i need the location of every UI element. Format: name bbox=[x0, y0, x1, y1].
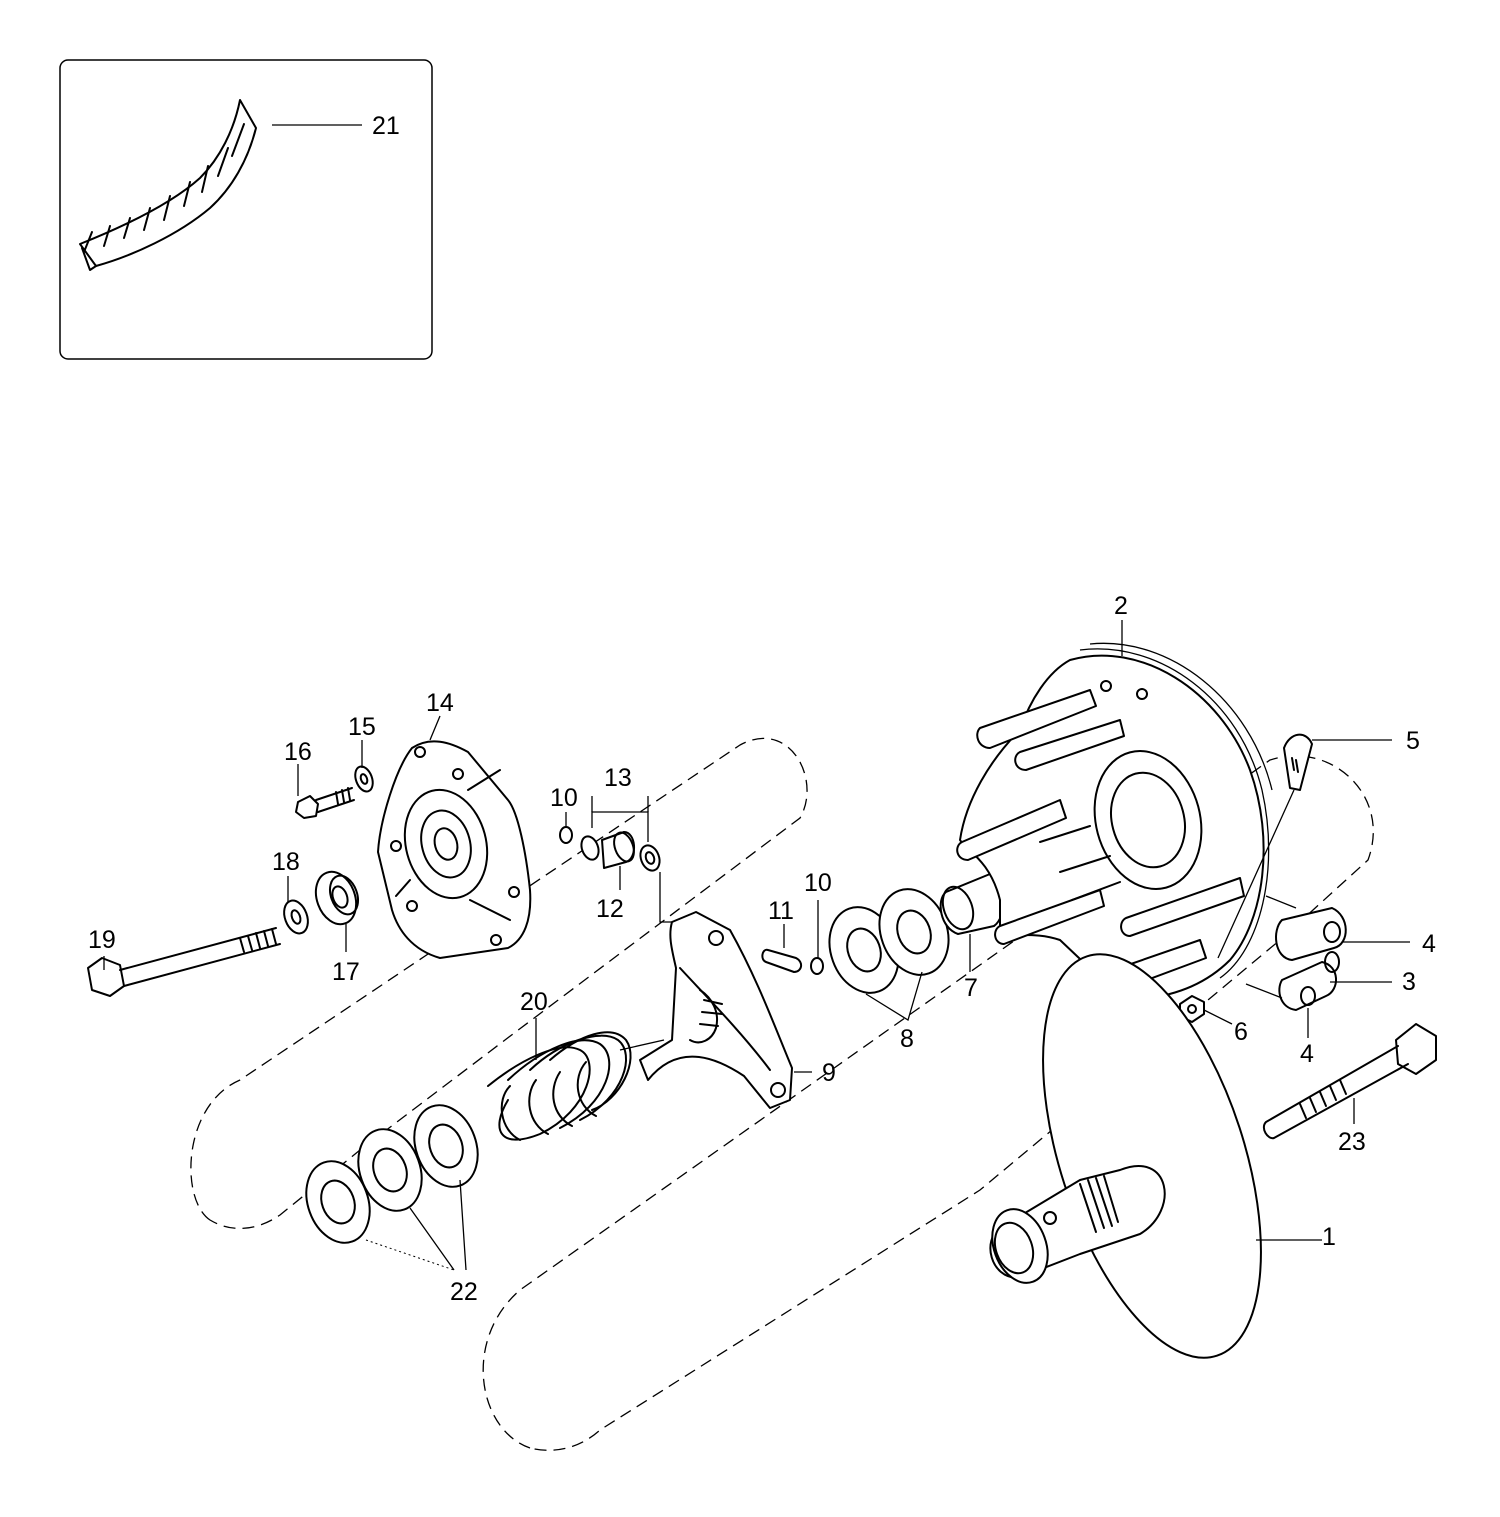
callout-20: 20 bbox=[520, 988, 548, 1016]
part-19-bolt[interactable] bbox=[87, 927, 281, 997]
callout-19: 19 bbox=[88, 926, 116, 954]
part-10-pin-upper[interactable] bbox=[559, 826, 573, 844]
part-5-screw[interactable] bbox=[1217, 733, 1313, 959]
callout-16: 16 bbox=[284, 738, 312, 766]
callout-18: 18 bbox=[272, 848, 300, 876]
callout-1: 1 bbox=[1322, 1223, 1336, 1251]
callout-10-upper: 10 bbox=[550, 784, 578, 812]
callout-labels: 1 2 3 4 4 5 6 7 8 9 10 10 11 12 13 14 15… bbox=[88, 112, 1436, 1306]
part-18-washer[interactable] bbox=[280, 897, 312, 936]
callout-5: 5 bbox=[1406, 727, 1420, 755]
phantom-belt-upper bbox=[190, 737, 808, 1230]
callout-23: 23 bbox=[1338, 1128, 1366, 1156]
part-14-cover-plate[interactable] bbox=[377, 740, 532, 959]
part-2-movable-sheave[interactable] bbox=[956, 642, 1273, 1003]
callout-13: 13 bbox=[604, 764, 632, 792]
part-11-pin[interactable] bbox=[761, 948, 802, 973]
part-16-screw[interactable] bbox=[295, 787, 355, 819]
callout-3: 3 bbox=[1402, 968, 1416, 996]
callout-6: 6 bbox=[1234, 1018, 1248, 1046]
callout-17: 17 bbox=[332, 958, 360, 986]
callout-14: 14 bbox=[426, 689, 454, 717]
callout-15: 15 bbox=[348, 713, 376, 741]
callout-9: 9 bbox=[822, 1059, 836, 1087]
callout-21: 21 bbox=[372, 112, 400, 140]
part-1-fixed-sheave[interactable] bbox=[983, 928, 1305, 1384]
callout-2: 2 bbox=[1114, 592, 1128, 620]
callout-11: 11 bbox=[768, 897, 794, 925]
part-23-bolt[interactable] bbox=[1262, 1023, 1437, 1140]
leader-lines bbox=[103, 620, 1410, 1271]
part-22-washers[interactable] bbox=[295, 1096, 488, 1251]
part-10-pin-lower[interactable] bbox=[810, 957, 824, 975]
callout-7: 7 bbox=[964, 974, 978, 1002]
drive-belt[interactable] bbox=[79, 99, 257, 271]
inset-panel bbox=[59, 59, 433, 360]
part-20-spring[interactable] bbox=[487, 1031, 665, 1141]
callout-12: 12 bbox=[596, 895, 624, 923]
callout-8: 8 bbox=[900, 1025, 914, 1053]
phantom-belt-lower bbox=[482, 755, 1374, 1451]
part-3-4-roller-links[interactable] bbox=[1245, 895, 1347, 1011]
part-15-washer[interactable] bbox=[352, 764, 376, 794]
part-17-bushing[interactable] bbox=[309, 866, 363, 930]
callout-10-lower: 10 bbox=[804, 869, 832, 897]
part-9-spider[interactable] bbox=[639, 911, 793, 1109]
callout-22: 22 bbox=[450, 1278, 478, 1306]
part-8-washers[interactable] bbox=[818, 879, 960, 1002]
callout-4-lower: 4 bbox=[1300, 1040, 1314, 1068]
part-13-roller-set[interactable] bbox=[578, 830, 663, 873]
callout-4-upper: 4 bbox=[1422, 930, 1436, 958]
